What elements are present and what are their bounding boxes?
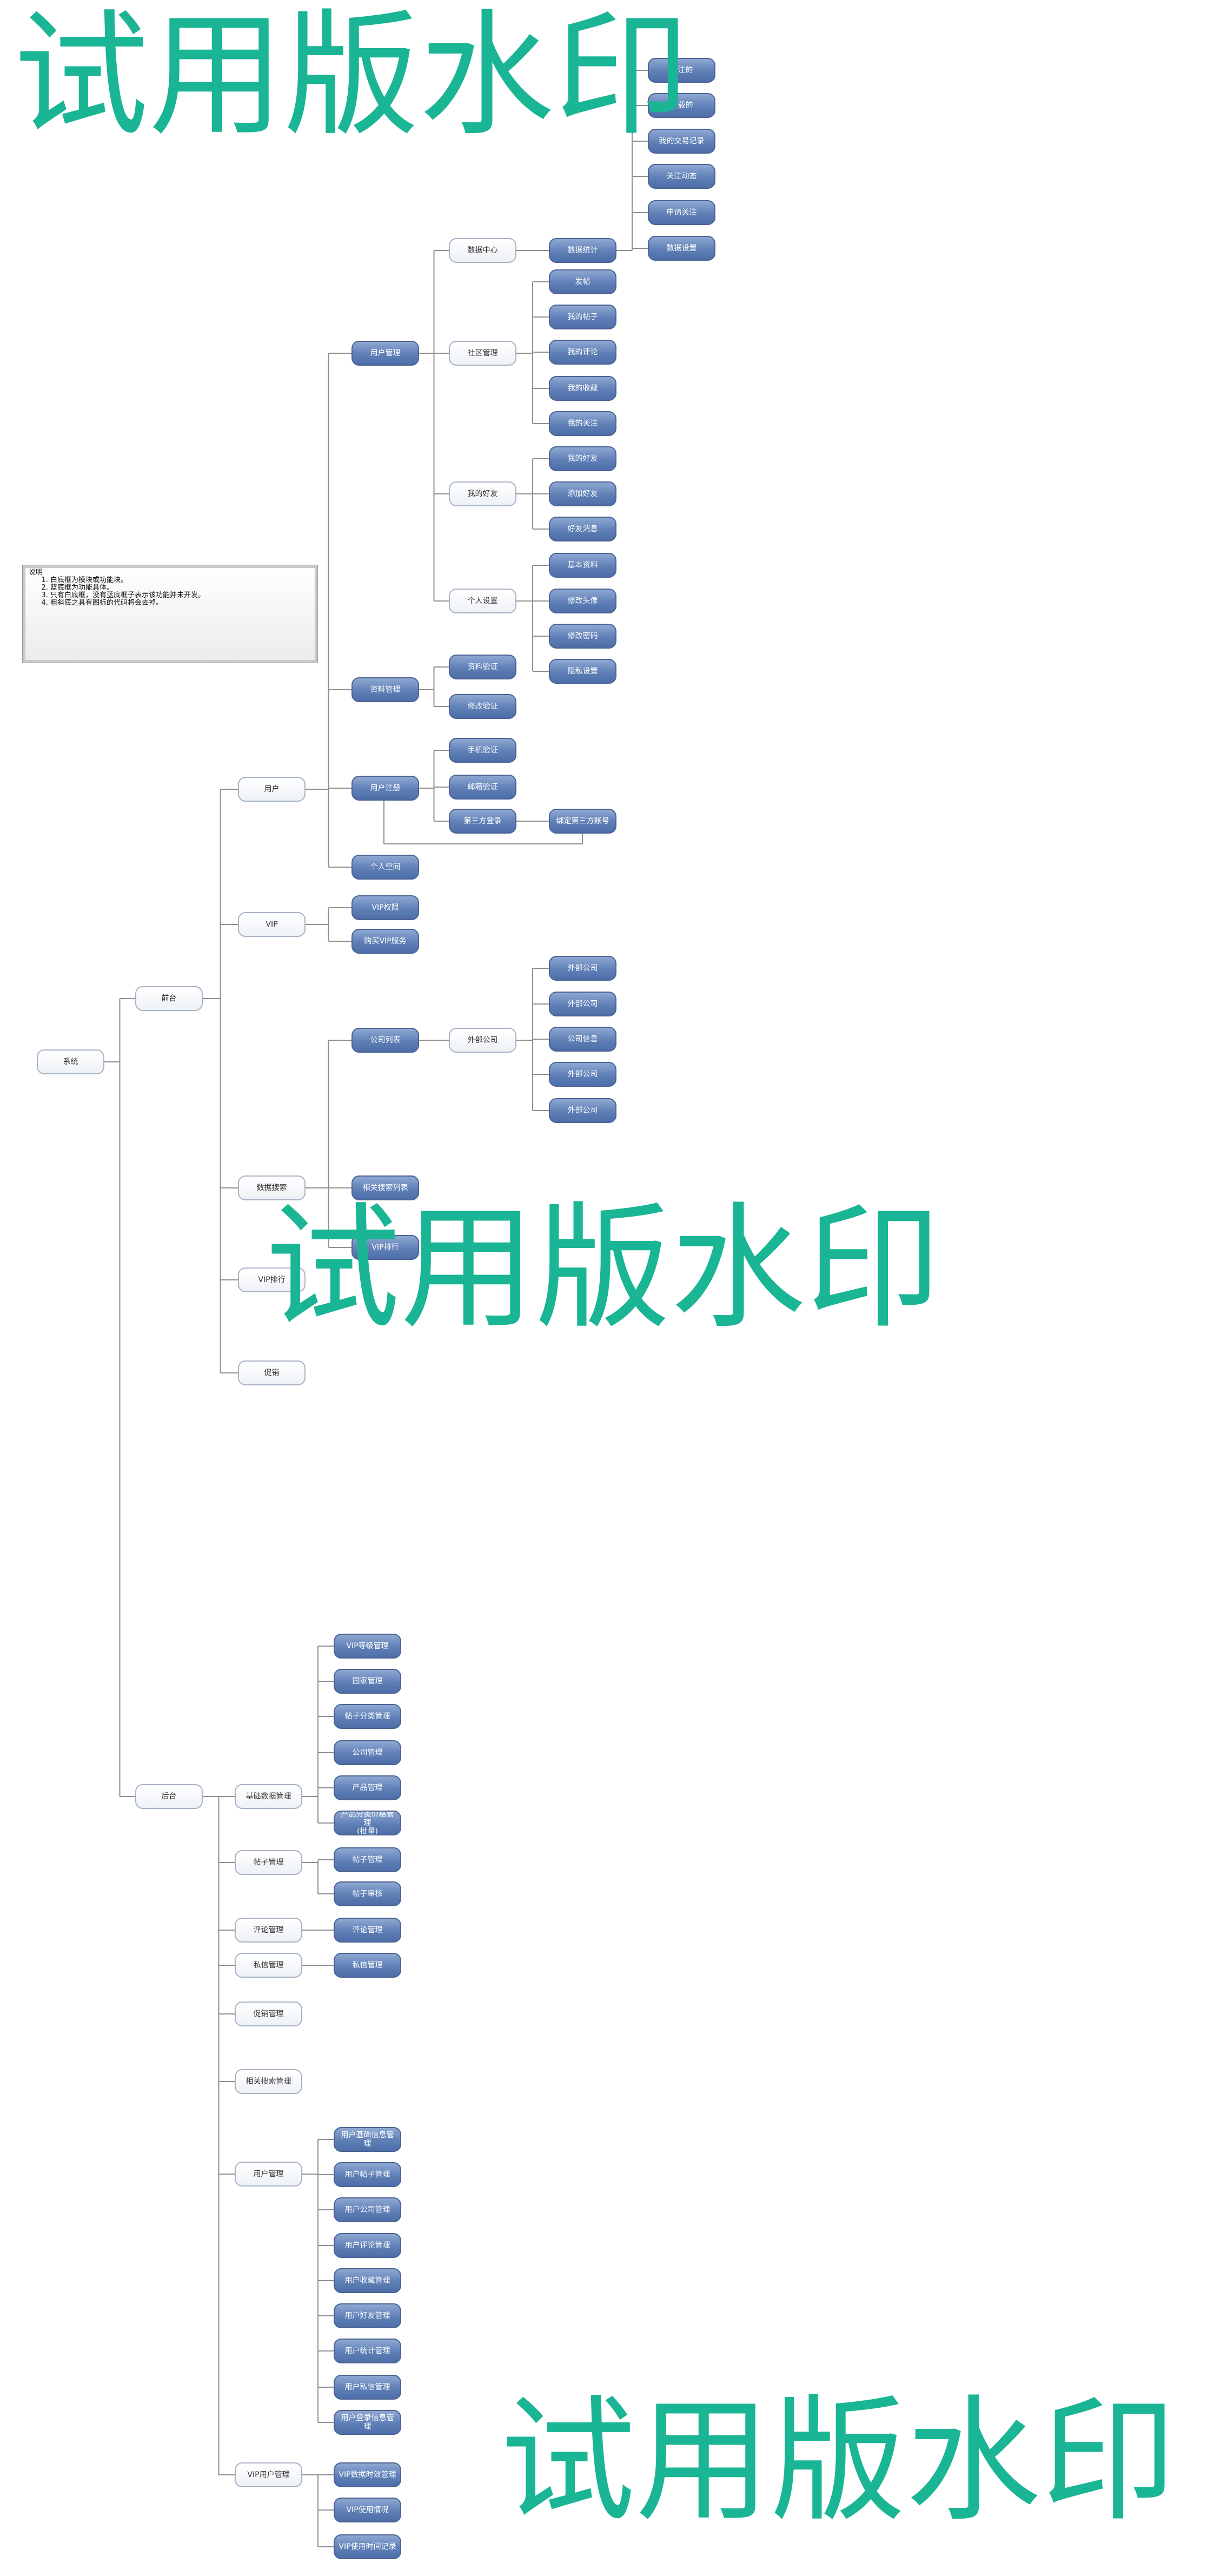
- node-message-mgmt[interactable]: 私信管理: [235, 1953, 302, 1978]
- node-related-search-mgmt[interactable]: 相关搜索管理: [235, 2069, 302, 2094]
- node-um-9[interactable]: 用户登录信息管理: [334, 2410, 401, 2435]
- node-profile-mgmt[interactable]: 资料管理: [351, 677, 419, 702]
- node-ur-3-1[interactable]: 绑定第三方账号: [549, 809, 616, 834]
- node-vip[interactable]: VIP: [238, 912, 306, 937]
- node-community-mgmt[interactable]: 社区管理: [449, 341, 516, 366]
- node-um-8[interactable]: 用户私信管理: [334, 2375, 401, 2400]
- legend-note-item: 蓝底框为功能具体。: [50, 584, 311, 592]
- node-data-center[interactable]: 数据中心: [449, 238, 516, 263]
- legend-note: 说明 白底框为模块或功能块。 蓝底框为功能具体。 只有白底框，没有蓝底框子表示该…: [22, 565, 318, 663]
- node-vip-user-mgmt[interactable]: VIP用户管理: [235, 2462, 302, 2487]
- node-back[interactable]: 后台: [135, 1784, 203, 1809]
- node-dc-3[interactable]: 我的交易记录: [648, 129, 715, 154]
- node-ur-3[interactable]: 第三方登录: [449, 809, 516, 834]
- node-um-6[interactable]: 用户好友管理: [334, 2303, 401, 2328]
- node-pm-1[interactable]: 资料验证: [449, 655, 516, 679]
- legend-note-item: 白底框为模块或功能块。: [50, 577, 311, 584]
- node-cm-1[interactable]: 发帖: [549, 269, 616, 294]
- node-dc-1[interactable]: 关注的: [648, 58, 715, 83]
- node-ec-1[interactable]: 外部公司: [549, 956, 616, 981]
- node-ec-5[interactable]: 外部公司: [549, 1098, 616, 1123]
- node-root[interactable]: 系统: [37, 1049, 104, 1074]
- node-me-1[interactable]: 私信管理: [334, 1953, 401, 1978]
- node-vip-rank-list[interactable]: VIP排行: [351, 1235, 419, 1260]
- node-user-register[interactable]: 用户注册: [351, 776, 419, 801]
- node-external-company[interactable]: 外部公司: [449, 1028, 516, 1053]
- node-ec-4[interactable]: 外部公司: [549, 1062, 616, 1087]
- node-promo-mgmt[interactable]: 促销管理: [235, 2002, 302, 2026]
- node-friends[interactable]: 我的好友: [449, 481, 516, 506]
- node-ur-1[interactable]: 手机验证: [449, 738, 516, 763]
- node-ur-2[interactable]: 邮箱验证: [449, 775, 516, 800]
- node-company-list[interactable]: 公司列表: [351, 1028, 419, 1053]
- node-cm-2[interactable]: 我的帖子: [549, 305, 616, 329]
- node-user[interactable]: 用户: [238, 777, 306, 802]
- node-ec-3[interactable]: 公司信息: [549, 1027, 616, 1052]
- node-pm-2[interactable]: 修改验证: [449, 694, 516, 719]
- node-um-7[interactable]: 用户统计管理: [334, 2339, 401, 2363]
- node-vu-2[interactable]: VIP使用情况: [334, 2498, 401, 2522]
- node-ps-4[interactable]: 隐私设置: [549, 659, 616, 684]
- node-user-mgmt[interactable]: 用户管理: [351, 341, 419, 366]
- node-ec-2[interactable]: 外部公司: [549, 992, 616, 1016]
- node-um-4[interactable]: 用户评论管理: [334, 2233, 401, 2258]
- node-dc-4[interactable]: 关注动态: [648, 164, 715, 189]
- node-comment-mgmt[interactable]: 评论管理: [235, 1918, 302, 1943]
- node-post-mgmt[interactable]: 帖子管理: [235, 1850, 302, 1875]
- legend-note-item: 只有白底框，没有蓝底框子表示该功能并未开发。: [50, 592, 311, 599]
- node-um-5[interactable]: 用户收藏管理: [334, 2268, 401, 2293]
- node-bd-4[interactable]: 公司管理: [334, 1740, 401, 1765]
- node-bd-3[interactable]: 帖子分类管理: [334, 1704, 401, 1729]
- node-personal[interactable]: 个人设置: [449, 589, 516, 613]
- node-promo[interactable]: 促销: [238, 1360, 306, 1385]
- node-bd-2[interactable]: 国家管理: [334, 1669, 401, 1694]
- node-vip-rank[interactable]: VIP排行: [238, 1267, 306, 1292]
- node-po-1[interactable]: 帖子管理: [334, 1847, 401, 1872]
- node-fr-2[interactable]: 添加好友: [549, 481, 616, 506]
- node-bd-6[interactable]: 产品分类价格管理 (批量): [334, 1811, 401, 1835]
- node-cm-4[interactable]: 我的收藏: [549, 376, 616, 401]
- node-fr-3[interactable]: 好友消息: [549, 517, 616, 541]
- legend-note-title: 说明: [29, 569, 43, 577]
- node-personal-space[interactable]: 个人空间: [351, 855, 419, 880]
- node-data-search[interactable]: 数据搜索: [238, 1175, 306, 1200]
- node-vip-1[interactable]: VIP权限: [351, 895, 419, 920]
- node-um-2[interactable]: 用户帖子管理: [334, 2162, 401, 2187]
- node-related-search[interactable]: 相关搜索列表: [351, 1175, 419, 1200]
- node-ps-3[interactable]: 修改密码: [549, 624, 616, 649]
- legend-note-list: 白底框为模块或功能块。 蓝底框为功能具体。 只有白底框，没有蓝底框子表示该功能并…: [29, 577, 311, 607]
- node-dc-5[interactable]: 申请关注: [648, 200, 715, 225]
- node-ps-1[interactable]: 基本资料: [549, 553, 616, 578]
- node-ps-2[interactable]: 修改头像: [549, 589, 616, 613]
- legend-note-item: 粗斜底之具有图标的代码将会去掉。: [50, 599, 311, 607]
- node-base-data-mgmt[interactable]: 基础数据管理: [235, 1784, 302, 1809]
- node-co-1[interactable]: 评论管理: [334, 1918, 401, 1943]
- node-fr-1[interactable]: 我的好友: [549, 446, 616, 471]
- node-vip-2[interactable]: 购买VIP服务: [351, 929, 419, 954]
- node-dc-6[interactable]: 数据设置: [648, 236, 715, 261]
- node-cm-3[interactable]: 我的评论: [549, 340, 616, 365]
- node-front[interactable]: 前台: [135, 986, 203, 1011]
- node-vu-1[interactable]: VIP数据时效管理: [334, 2462, 401, 2487]
- node-cm-5[interactable]: 我的关注: [549, 411, 616, 436]
- node-um-1[interactable]: 用户基础信息管理: [334, 2127, 401, 2152]
- node-um-3[interactable]: 用户公司管理: [334, 2197, 401, 2222]
- node-po-2[interactable]: 帖子审核: [334, 1881, 401, 1906]
- node-bd-1[interactable]: VIP等级管理: [334, 1634, 401, 1659]
- node-user-mgmt-back[interactable]: 用户管理: [235, 2162, 302, 2187]
- node-bd-5[interactable]: 产品管理: [334, 1775, 401, 1800]
- node-data-statistics[interactable]: 数据统计: [549, 238, 616, 263]
- node-dc-2[interactable]: 下载的: [648, 93, 715, 118]
- node-vu-3[interactable]: VIP使用时间记录: [334, 2534, 401, 2559]
